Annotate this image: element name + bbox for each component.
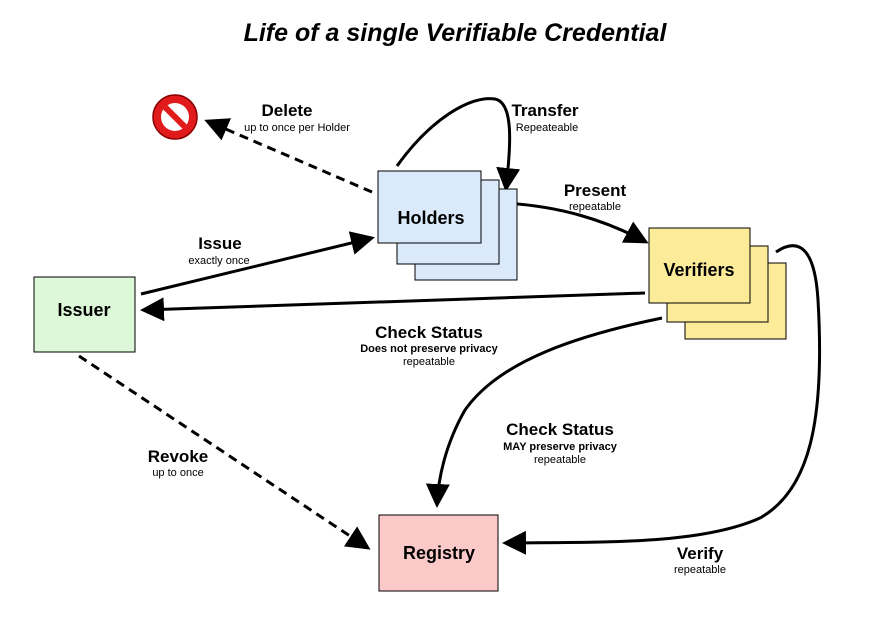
verify-sublabel: repeatable <box>674 564 726 576</box>
revoke-arrow <box>78 354 371 550</box>
present-edge-label: Present repeatable <box>564 181 627 213</box>
registry-label: Registry <box>403 543 475 563</box>
issuer-node: Issuer <box>33 276 136 353</box>
delete-edge-label: Delete up to once per Holder <box>244 101 350 134</box>
transfer-edge-label: Transfer Repeateable <box>511 101 578 134</box>
issuer-label: Issuer <box>57 300 110 320</box>
issue-label: Issue <box>198 234 241 253</box>
holders-node: Holders <box>377 170 518 281</box>
present-label: Present <box>564 181 627 200</box>
diagram-title: Life of a single Verifiable Credential <box>244 19 668 47</box>
check-status-registry-sublabel: MAY preserve privacy <box>503 441 618 453</box>
check-status-issuer-sublabel: Does not preserve privacy <box>360 343 498 355</box>
check-status-registry-arrow <box>425 316 663 508</box>
check-status-registry-sublabel-2: repeatable <box>534 454 586 466</box>
delete-label: Delete <box>261 101 312 120</box>
revoke-label: Revoke <box>148 447 208 466</box>
transfer-sublabel: Repeateable <box>516 122 578 134</box>
check-status-issuer-arrow <box>140 291 646 322</box>
check-status-issuer-label: Check Status <box>375 323 483 342</box>
revoke-sublabel: up to once <box>152 467 203 479</box>
issue-arrow <box>140 231 375 296</box>
check-status-registry-label: Check Status <box>506 420 614 439</box>
holders-label: Holders <box>397 208 464 228</box>
check-status-issuer-edge-label: Check Status Does not preserve privacy r… <box>360 323 498 368</box>
verify-arrow <box>502 244 822 555</box>
check-status-issuer-sublabel-2: repeatable <box>403 356 455 368</box>
issue-sublabel: exactly once <box>188 255 249 267</box>
present-arrow <box>502 201 649 244</box>
revoke-edge-label: Revoke up to once <box>148 447 208 479</box>
delete-sublabel: up to once per Holder <box>244 122 350 134</box>
verify-label: Verify <box>677 544 724 563</box>
prohibited-icon <box>152 94 198 140</box>
check-status-registry-edge-label: Check Status MAY preserve privacy repeat… <box>503 420 618 466</box>
verifiers-label: Verifiers <box>663 260 734 280</box>
present-sublabel: repeatable <box>569 201 621 213</box>
verifiers-node: Verifiers <box>648 227 787 340</box>
transfer-arrow <box>395 97 521 192</box>
verify-edge-label: Verify repeatable <box>674 544 726 576</box>
transfer-label: Transfer <box>511 101 578 120</box>
issue-edge-label: Issue exactly once <box>188 234 249 267</box>
registry-node: Registry <box>378 514 499 592</box>
